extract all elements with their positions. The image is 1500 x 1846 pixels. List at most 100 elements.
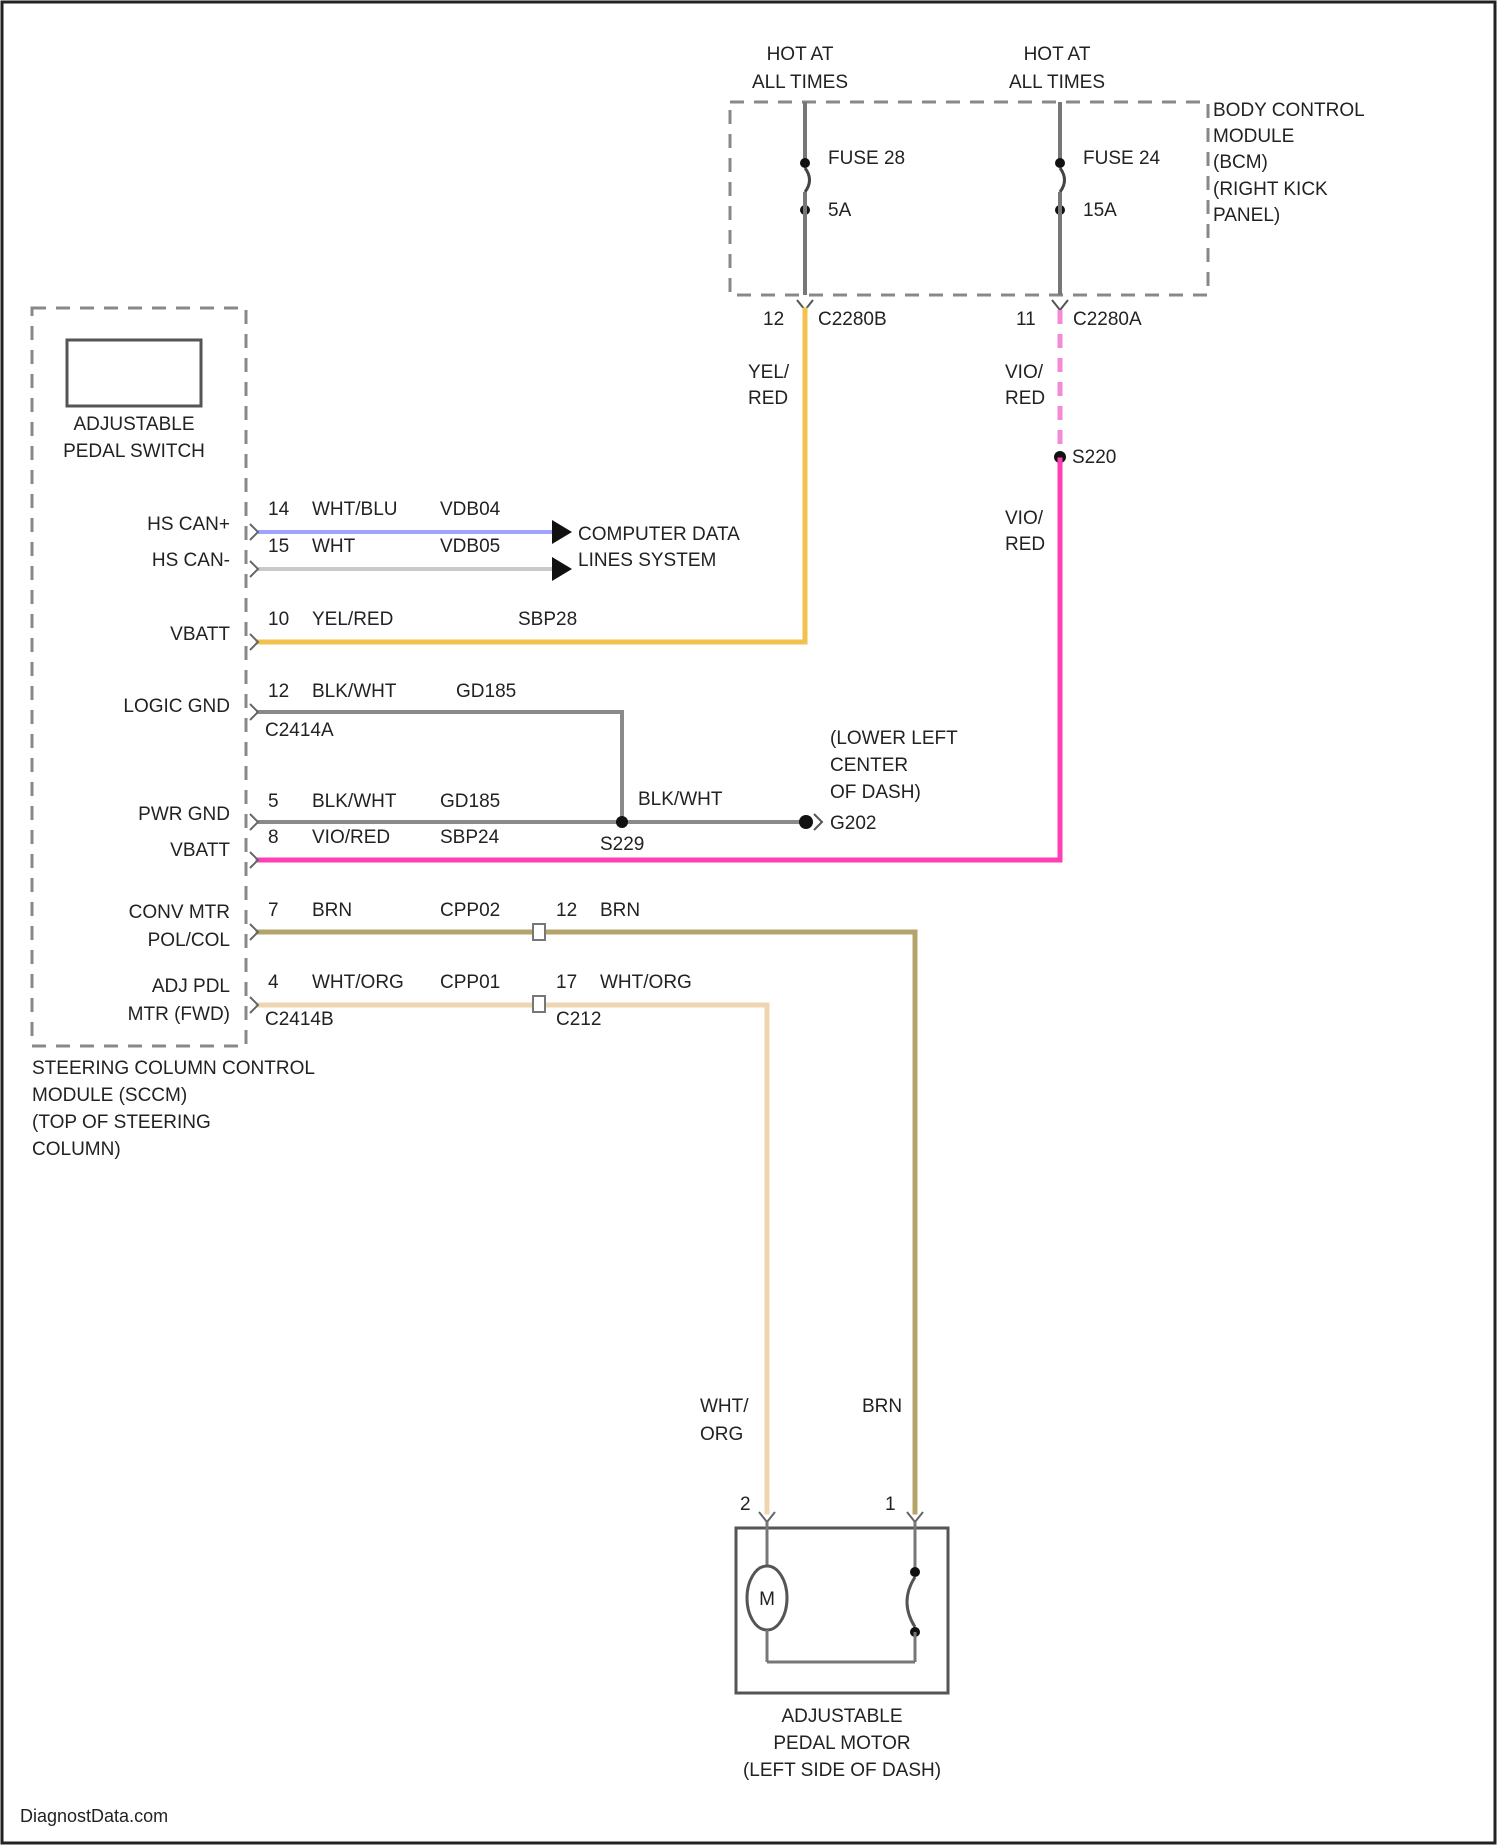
c212-wht-org-pin: 17 xyxy=(556,972,577,993)
pin-5-color: BLK/WHT xyxy=(312,791,397,812)
bcm-label-3: (BCM) xyxy=(1213,152,1268,173)
bcm-conn-right-pin: 11 xyxy=(1016,309,1036,330)
wire-vio-red-mid-label-2: RED xyxy=(1005,534,1045,555)
pin-14-number: 14 xyxy=(268,499,290,520)
bcm-conn-left-pin: 12 xyxy=(763,309,784,330)
pin-12-circuit: GD185 xyxy=(456,681,516,702)
wire-vio-red-mid-label-1: VIO/ xyxy=(1005,508,1044,529)
motor-label-2: PEDAL MOTOR xyxy=(773,1733,910,1754)
fuse-left-rating: 5A xyxy=(828,200,852,221)
sccm-label-2: MODULE (SCCM) xyxy=(32,1085,187,1106)
connector-c2414a: C2414A xyxy=(265,720,334,741)
bcm-conn-right-icon xyxy=(1052,300,1068,310)
pin-14-color: WHT/BLU xyxy=(312,499,398,520)
pin-name-hs-can-plus: HS CAN+ xyxy=(147,514,230,535)
splice-s229-dot xyxy=(616,816,628,828)
pin-name-vbatt-1: VBATT xyxy=(170,624,230,645)
c212-brn-pin: 12 xyxy=(556,900,577,921)
network-label-2: LINES SYSTEM xyxy=(578,550,716,571)
motor-label-1: ADJUSTABLE xyxy=(781,1706,902,1727)
chevron-pin-5 xyxy=(250,814,258,830)
ground-location-1: (LOWER LEFT xyxy=(830,728,958,749)
pin-8-circuit: SBP24 xyxy=(440,827,500,848)
pin-5-circuit: GD185 xyxy=(440,791,500,812)
wire-wht-org-label-1: WHT/ xyxy=(700,1396,749,1417)
pin-name-logic-gnd: LOGIC GND xyxy=(123,696,230,717)
pin-name-adj-pdl-2: MTR (FWD) xyxy=(128,1004,230,1025)
pin-name-vbatt-2: VBATT xyxy=(170,840,230,861)
motor-pin-1: 1 xyxy=(885,1494,896,1515)
sccm-label-1: STEERING COLUMN CONTROL xyxy=(32,1058,315,1079)
fuse-left-dot-top xyxy=(800,158,810,168)
c212-brn-color: BRN xyxy=(600,900,640,921)
pin-name-conv-mtr-2: POL/COL xyxy=(148,930,230,951)
wire-vio-red-top-label-2: RED xyxy=(1005,388,1045,409)
fuse-right-dot-top xyxy=(1055,158,1065,168)
bcm-conn-left-name: C2280B xyxy=(818,309,887,330)
adjustable-pedal-switch-icon xyxy=(67,340,201,406)
motor-label-3: (LEFT SIDE OF DASH) xyxy=(743,1760,941,1781)
c212-name: C212 xyxy=(556,1009,601,1030)
ground-location-2: CENTER xyxy=(830,755,908,776)
pin-10-color: YEL/RED xyxy=(312,609,393,630)
network-arrow-2 xyxy=(552,557,572,581)
ground-g202-name: G202 xyxy=(830,813,876,834)
watermark: DiagnostData.com xyxy=(20,1806,168,1826)
ground-g202-icon xyxy=(814,814,822,830)
hot-left-line1: HOT AT xyxy=(767,44,834,65)
pin-7-number: 7 xyxy=(268,900,279,921)
ground-location-3: OF DASH) xyxy=(830,782,921,803)
pin-name-hs-can-minus: HS CAN- xyxy=(152,550,230,571)
bcm-label-2: MODULE xyxy=(1213,126,1294,147)
pin-10-circuit: SBP28 xyxy=(518,609,577,630)
hot-right-line1: HOT AT xyxy=(1024,44,1091,65)
chevron-pin-7 xyxy=(250,924,258,940)
pin-5-number: 5 xyxy=(268,791,279,812)
ground-wire-label: BLK/WHT xyxy=(638,789,723,810)
pin-4-number: 4 xyxy=(268,972,279,993)
inline-connector-brn xyxy=(533,924,545,940)
bcm-conn-right-name: C2280A xyxy=(1073,309,1142,330)
fuse-right-icon xyxy=(1060,168,1065,192)
wire-wht-org-label-2: ORG xyxy=(700,1424,743,1445)
hot-left-line2: ALL TIMES xyxy=(752,72,848,93)
chevron-pin-8 xyxy=(250,852,258,868)
bcm-box xyxy=(730,102,1208,295)
pin-name-pwr-gnd: PWR GND xyxy=(138,804,230,825)
fuse-right-name: FUSE 24 xyxy=(1083,148,1161,169)
inline-connector-wht-org xyxy=(533,996,545,1012)
fuse-right-rating: 15A xyxy=(1083,200,1117,221)
sccm-label-3: (TOP OF STEERING xyxy=(32,1112,211,1133)
bcm-label-5: PANEL) xyxy=(1213,205,1280,226)
chevron-pin-15 xyxy=(250,561,258,577)
switch-label-1: ADJUSTABLE xyxy=(73,414,194,435)
hot-right-line2: ALL TIMES xyxy=(1009,72,1105,93)
pin-7-color: BRN xyxy=(312,900,352,921)
sccm-label-4: COLUMN) xyxy=(32,1139,121,1160)
c212-wht-org-color: WHT/ORG xyxy=(600,972,692,993)
pin-8-color: VIO/RED xyxy=(312,827,390,848)
wire-yel-red-label-1: YEL/ xyxy=(748,362,790,383)
wire-yel-red xyxy=(258,310,805,642)
pin-12-number: 12 xyxy=(268,681,289,702)
connector-c2414b: C2414B xyxy=(265,1009,334,1030)
bcm-label-1: BODY CONTROL xyxy=(1213,100,1365,121)
motor-pin-2: 2 xyxy=(740,1494,751,1515)
pin-7-circuit: CPP02 xyxy=(440,900,500,921)
pin-12-color: BLK/WHT xyxy=(312,681,397,702)
pin-8-number: 8 xyxy=(268,827,279,848)
network-label-1: COMPUTER DATA xyxy=(578,524,740,545)
sccm-connector-chevrons xyxy=(250,524,258,1013)
bcm-label-4: (RIGHT KICK xyxy=(1213,179,1328,200)
chevron-pin-10 xyxy=(250,634,258,650)
chevron-pin-14 xyxy=(250,524,258,540)
wire-yel-red-label-2: RED xyxy=(748,388,788,409)
chevron-pin-12 xyxy=(250,704,258,720)
switch-label-2: PEDAL SWITCH xyxy=(63,441,205,462)
splice-s220-label: S220 xyxy=(1072,447,1116,468)
pin-4-color: WHT/ORG xyxy=(312,972,404,993)
pin-10-number: 10 xyxy=(268,609,289,630)
motor-switch-icon xyxy=(907,1577,915,1627)
splice-s229-label: S229 xyxy=(600,834,644,855)
